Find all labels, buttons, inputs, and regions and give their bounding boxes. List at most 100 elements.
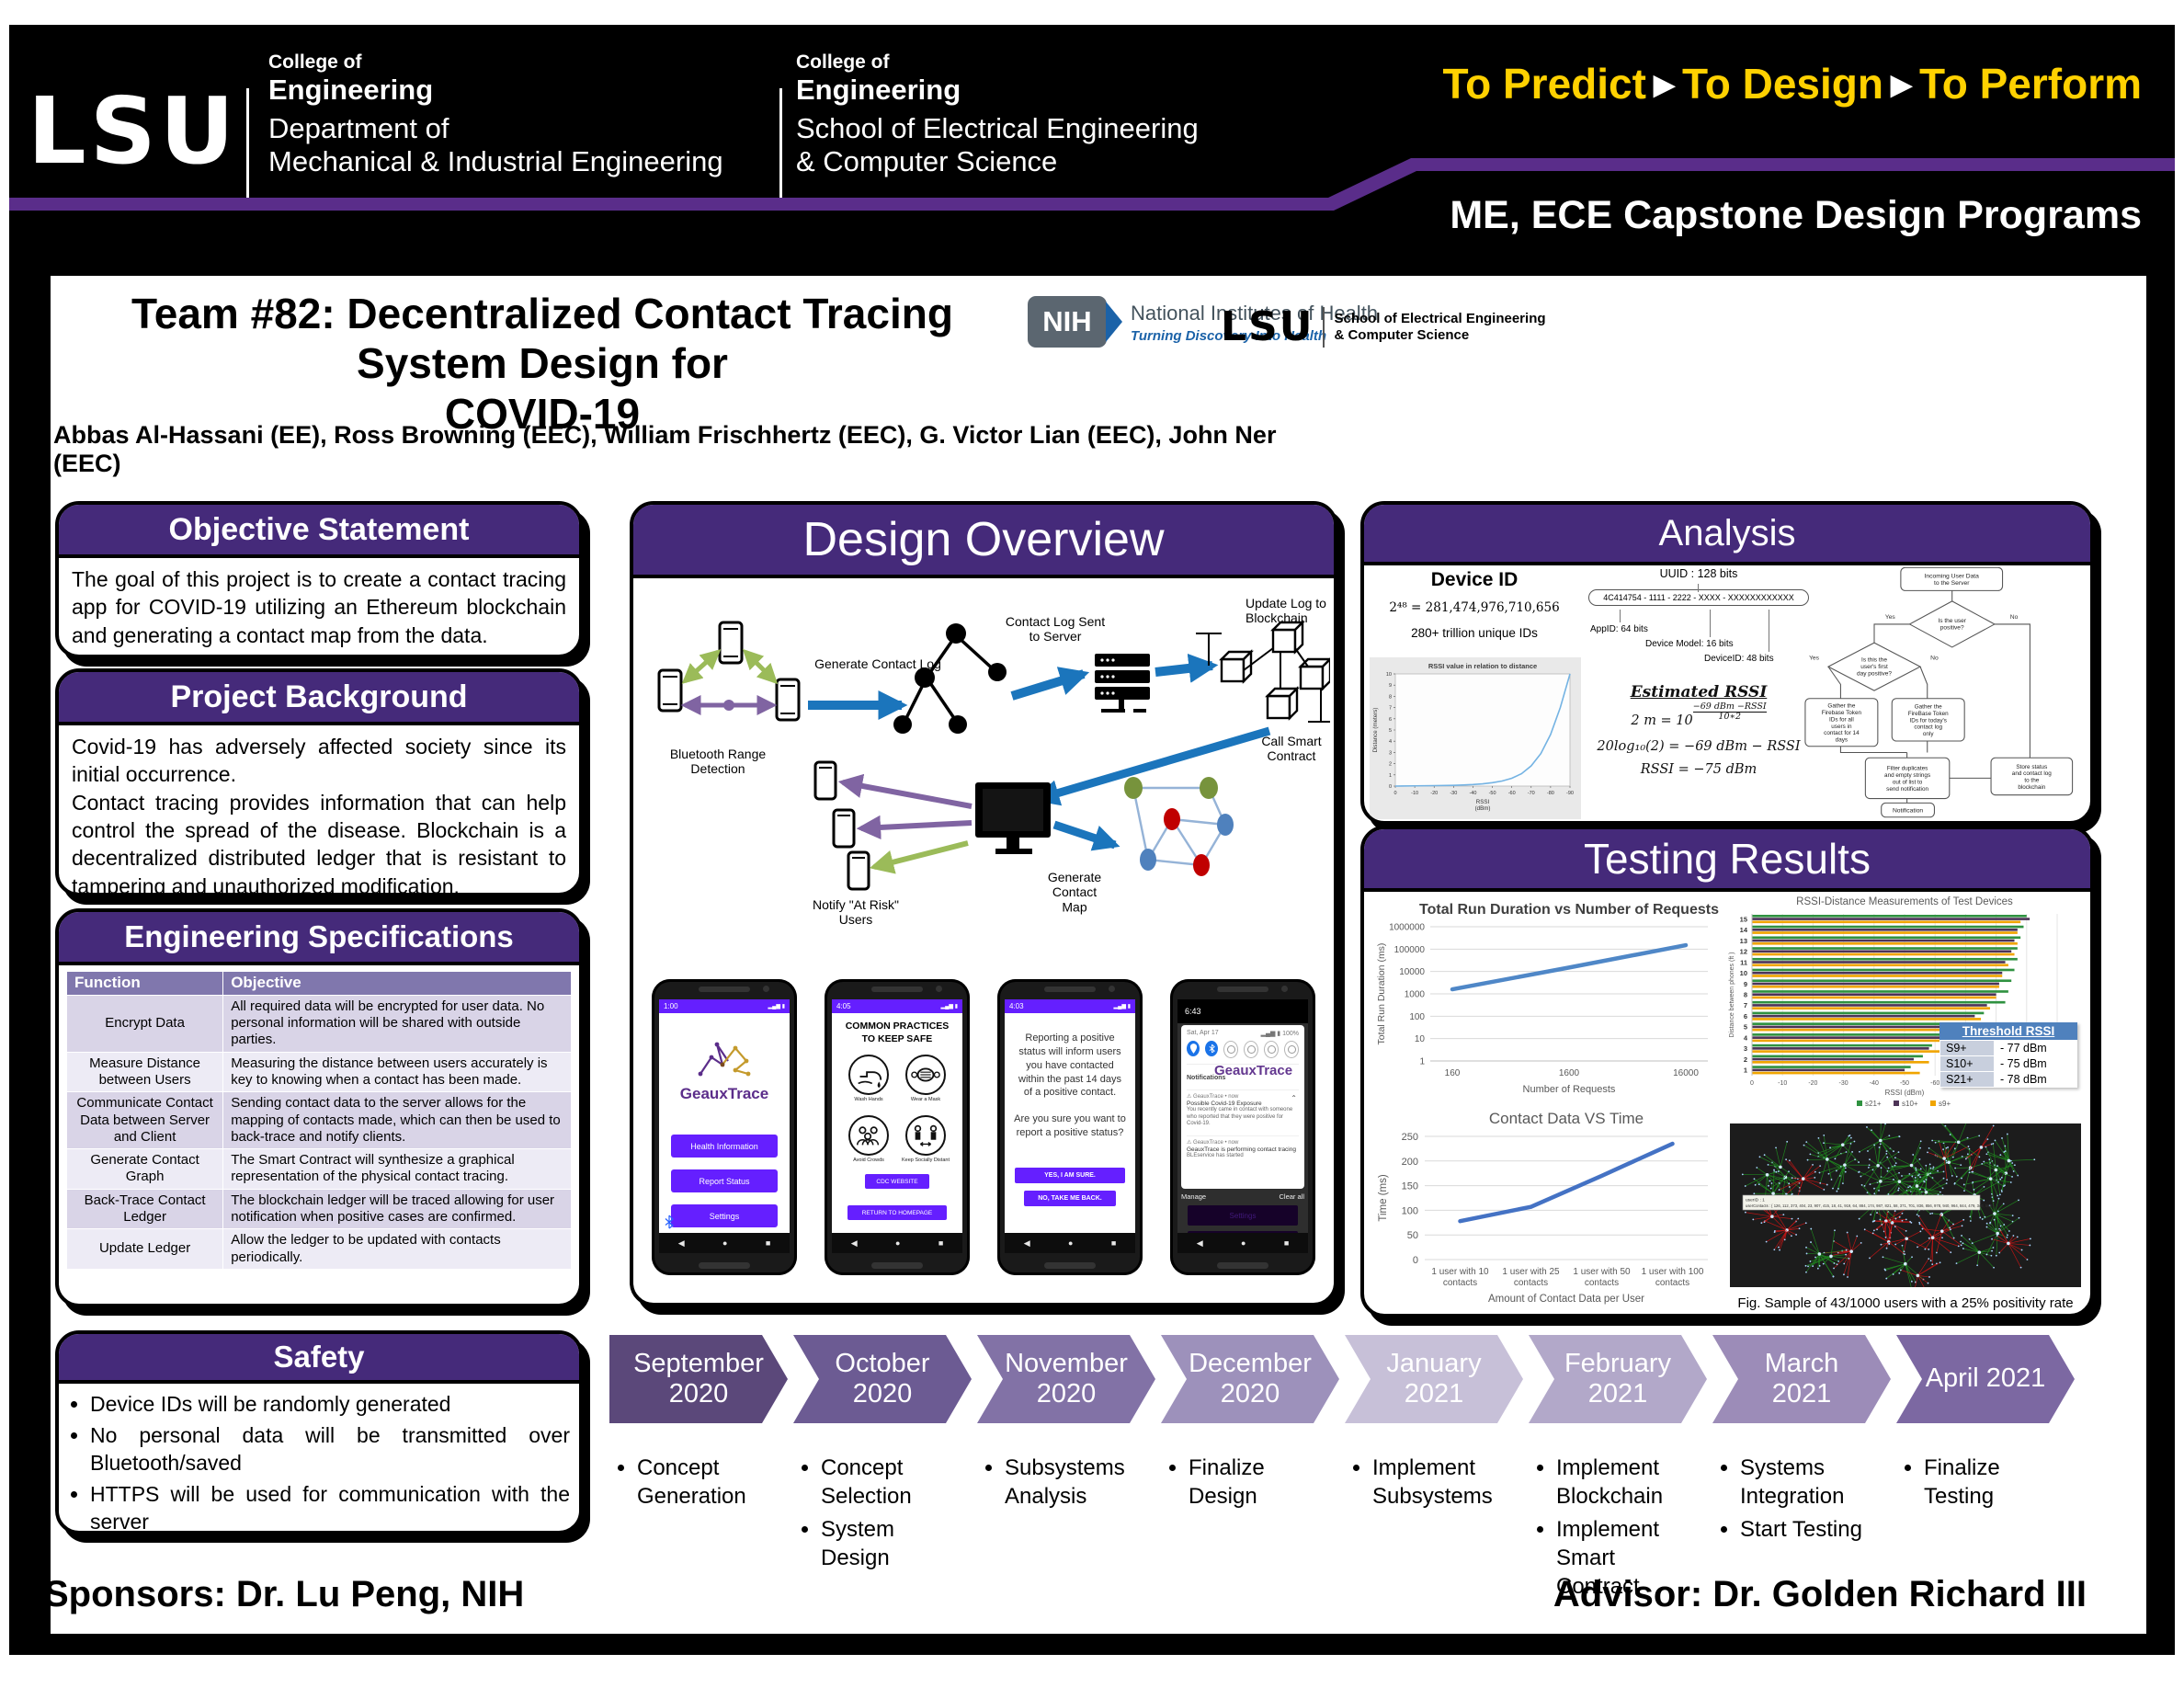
wash-hands-icon: [848, 1055, 889, 1096]
svg-text:-30: -30: [1450, 791, 1457, 796]
android-nav-bar[interactable]: ◀ ● ■: [832, 1233, 962, 1253]
android-nav-bar[interactable]: ◀ ● ■: [1005, 1233, 1135, 1253]
motto-design: To Design: [1682, 60, 1883, 108]
rotate-icon[interactable]: [1264, 1041, 1279, 1058]
header-divider: [246, 88, 249, 204]
notification-source: ⚠ GeauxTrace • now: [1187, 1139, 1239, 1146]
back-icon[interactable]: ◀: [677, 1237, 685, 1248]
bluetooth-icon[interactable]: [1205, 1041, 1218, 1056]
cdc-website-button[interactable]: CDC WEBSITE: [865, 1174, 929, 1190]
svg-text:s21+: s21+: [1865, 1100, 1882, 1108]
android-nav-bar[interactable]: ◀ ● ■: [659, 1233, 790, 1253]
app-button[interactable]: Report Status: [671, 1169, 778, 1192]
practice-icon-cell: Avoid Crowds: [843, 1115, 894, 1163]
svg-text:Amount of Contact Data per Use: Amount of Contact Data per User: [1488, 1294, 1644, 1305]
recents-icon[interactable]: ■: [765, 1238, 771, 1248]
location-icon[interactable]: [1187, 1041, 1200, 1056]
recents-icon[interactable]: ■: [938, 1238, 944, 1248]
purple-arrow: [837, 773, 973, 809]
svg-text:10: 10: [1386, 672, 1392, 678]
flashlight-icon[interactable]: [1244, 1041, 1258, 1058]
home-icon[interactable]: ●: [895, 1238, 901, 1248]
return-home-button[interactable]: RETURN TO HOMEPAGE: [847, 1205, 947, 1221]
svg-text:No: No: [1930, 655, 1939, 661]
svg-text:s10+: s10+: [1902, 1100, 1918, 1108]
svg-text:Time (ms): Time (ms): [1378, 1174, 1389, 1221]
threshold-row: S10+- 75 dBm: [1939, 1055, 2077, 1072]
back-icon[interactable]: ◀: [1023, 1237, 1030, 1248]
recents-icon[interactable]: ■: [1283, 1238, 1290, 1248]
timeline-bullet: Implement Blockchain: [1556, 1454, 1703, 1511]
android-nav-bar[interactable]: ◀ ● ■: [1177, 1233, 1308, 1253]
cs-label: & Computer Science: [796, 145, 1058, 177]
svg-text:No: No: [2010, 614, 2019, 621]
svg-text:contacts: contacts: [1655, 1278, 1689, 1288]
home-icon[interactable]: ●: [1241, 1238, 1246, 1248]
threshold-row: S9+- 77 dBm: [1939, 1040, 2077, 1056]
social-distance-icon: [905, 1115, 946, 1157]
device-id-title: Device ID: [1430, 569, 1519, 590]
uuid-block: UUID : 128 bits 4C414754 - 1111 - 2222 -…: [1588, 567, 1809, 664]
app-button[interactable]: Health Information: [671, 1135, 778, 1158]
rssi-curve-chart: RSSI value in relation to distance012345…: [1370, 657, 1581, 819]
svg-text:-10: -10: [1411, 791, 1418, 796]
back-icon[interactable]: ◀: [1196, 1237, 1203, 1248]
confirm-button[interactable]: YES, I AM SURE.: [1015, 1167, 1125, 1183]
uuid-deviceid-label: DeviceID: 48 bits: [1704, 654, 1774, 664]
device-id-formula: 2⁴⁸ = 281,474,976,710,656: [1389, 600, 1560, 615]
green-arrow: [681, 649, 722, 684]
gear-icon[interactable]: [1223, 1041, 1238, 1058]
app-name-overlap: GeauxTrace: [1214, 1063, 1293, 1078]
motto: To Predict▶To Design▶To Perform: [1442, 59, 2142, 108]
home-icon[interactable]: ●: [722, 1238, 728, 1248]
back-icon[interactable]: ◀: [850, 1237, 858, 1248]
blockchain-icon: [1196, 620, 1330, 723]
college-ece-block: College of Engineering School of Electri…: [796, 51, 1199, 178]
geauxtrace-logo-icon: [698, 1042, 751, 1077]
manage-link[interactable]: Manage: [1181, 1192, 1207, 1201]
lsu-seecs-logo: LSU School of Electrical Engineering & C…: [1221, 303, 1546, 350]
svg-text:Yes: Yes: [1885, 614, 1896, 621]
svg-text:9: 9: [1744, 980, 1747, 988]
specs-heading: Engineering Specifications: [59, 912, 579, 965]
app-button[interactable]: Settings: [671, 1204, 778, 1227]
svg-text:15: 15: [1740, 915, 1747, 923]
notification-card[interactable]: ⚠ GeauxTrace • now⌃Possible Covid-19 Exp…: [1187, 1089, 1299, 1128]
sponsors: Sponsors: Dr. Lu Peng, NIH: [44, 1574, 525, 1614]
program-title: ME, ECE Capstone Design Programs: [1450, 193, 2142, 237]
svg-text:50: 50: [1407, 1230, 1418, 1241]
timeline-bullet: Implement Subsystems: [1372, 1454, 1519, 1511]
report-status-phone: 4:03▂▄▆ ▮Reporting a positive status wil…: [997, 979, 1143, 1275]
lsu-logo: LSU: [28, 77, 238, 185]
svg-text:Distance between phones (ft ): Distance between phones (ft ): [1729, 952, 1735, 1038]
objective-body: The goal of this project is to create a …: [72, 567, 566, 647]
svg-text:250: 250: [1402, 1132, 1418, 1143]
svg-text:-20: -20: [1430, 791, 1438, 796]
shade-date: Sat, Apr 17: [1187, 1030, 1219, 1036]
seecs-line1: School of Electrical Engineering: [1334, 310, 1546, 326]
cancel-button[interactable]: NO, TAKE ME BACK.: [1024, 1190, 1116, 1206]
clear-all-link[interactable]: Clear all: [1279, 1192, 1304, 1201]
battery-saver-icon[interactable]: [1284, 1041, 1299, 1058]
nih-abbr: NIH: [1042, 305, 1092, 337]
divider: [1323, 306, 1325, 348]
rssi-distance-chart: RSSI-Distance Measurements of Test Devic…: [1729, 896, 2064, 1108]
chevron-up-icon[interactable]: ⌃: [1291, 1094, 1297, 1102]
header-divider-2: [779, 88, 782, 204]
recents-icon[interactable]: ■: [1110, 1238, 1117, 1248]
practice-caption: Wash Hands: [854, 1097, 883, 1103]
background-heading: Project Background: [59, 672, 579, 725]
settings-button-dimmed[interactable]: Settings: [1188, 1205, 1298, 1226]
home-icon[interactable]: ●: [1068, 1238, 1074, 1248]
